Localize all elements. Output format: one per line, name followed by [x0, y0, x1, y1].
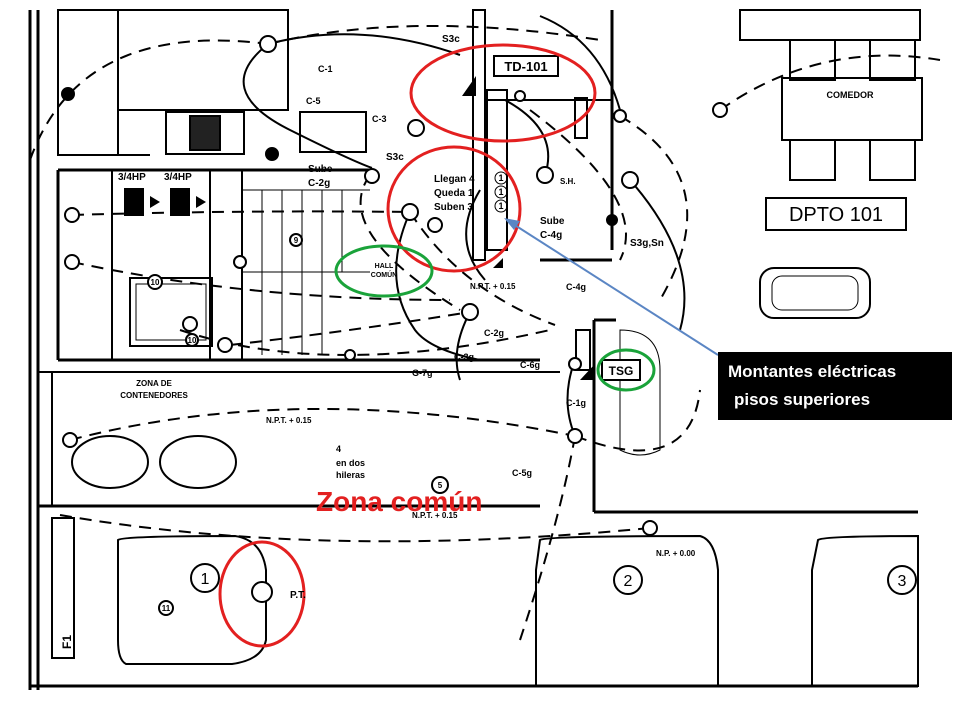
queda-label: Queda 1: [434, 188, 474, 199]
s3g-sn-label: S3g,Sn: [630, 238, 664, 249]
num-10b: 10: [188, 336, 197, 345]
svg-text:1: 1: [498, 187, 503, 197]
c3-label: C-3: [372, 114, 387, 124]
zona-contenedores-2: CONTENEDORES: [120, 391, 188, 400]
g7g-label: G-7g: [412, 368, 433, 378]
num-11: 11: [162, 604, 171, 613]
svg-text:1: 1: [498, 173, 503, 183]
parking-1: 1: [201, 571, 210, 588]
sube-right-1: Sube: [540, 216, 565, 227]
callout-line-1: Montantes eléctricas: [728, 362, 897, 381]
sube-left-2: C-2g: [308, 178, 330, 189]
comedor-label: COMEDOR: [827, 90, 875, 100]
npt-label-3: N.P.T. + 0.15: [412, 511, 458, 520]
hileras-2: en dos: [336, 458, 365, 468]
sube-right-2: C-4g: [540, 230, 562, 241]
highlight-td-101: [409, 43, 597, 143]
dpto-101-label: DPTO 101: [789, 204, 883, 226]
parking-2: 2: [624, 573, 633, 590]
hileras-1: 4: [336, 444, 341, 454]
zona-contenedores-1: ZONA DE: [136, 379, 172, 388]
hall-label-1: HALL: [375, 263, 394, 270]
highlight-tsg: [596, 348, 656, 392]
c1g-label: C-1g: [566, 398, 586, 408]
zona-comun-label: Zona común: [316, 486, 483, 517]
c3g-label: C-3g: [454, 352, 474, 362]
f1-label: F1: [60, 635, 74, 649]
parking-3: 3: [898, 573, 907, 590]
c5-label: C-5: [306, 96, 321, 106]
npt-label-1: N.P.T. + 0.15: [266, 416, 312, 425]
c2g-label: C-2g: [484, 328, 504, 338]
callout-arrow: [504, 218, 719, 356]
hall-label-2: COMÚN: [371, 270, 397, 279]
svg-text:1: 1: [498, 201, 503, 211]
c1-label: C-1: [318, 64, 333, 74]
sh-label: S.H.: [560, 177, 576, 186]
s3c-mid-label: S3c: [386, 152, 404, 163]
c4g-label: C-4g: [566, 282, 586, 292]
np-000-label: N.P. + 0.00: [656, 549, 696, 558]
s3c-top-label: S3c: [442, 34, 460, 45]
c5g-label: C-5g: [512, 468, 532, 478]
montantes-callout: Montantes eléctricas pisos superiores: [718, 352, 952, 420]
hileras-3: hileras: [336, 470, 365, 480]
hp-label-2: 3/4HP: [164, 172, 192, 183]
llegan-label: Llegan 4: [434, 174, 475, 185]
hp-label-1: 3/4HP: [118, 172, 146, 183]
highlight-montantes: [386, 145, 522, 273]
c6g-label: C-6g: [520, 360, 540, 370]
pt-label: P.T.: [290, 590, 306, 601]
sube-left-1: Sube: [308, 164, 333, 175]
tsg-label: TSG: [609, 364, 634, 378]
num-10a: 10: [151, 278, 160, 287]
num-9: 9: [294, 236, 299, 245]
highlight-hall-comun: [334, 244, 434, 298]
td-101-label: TD-101: [504, 59, 547, 74]
highlight-pt: [218, 540, 306, 648]
npt-label-2: N.P.T. + 0.15: [470, 282, 516, 291]
callout-line-2: pisos superiores: [734, 390, 871, 409]
suben-label: Suben 3: [434, 202, 473, 213]
num-5: 5: [438, 481, 443, 490]
